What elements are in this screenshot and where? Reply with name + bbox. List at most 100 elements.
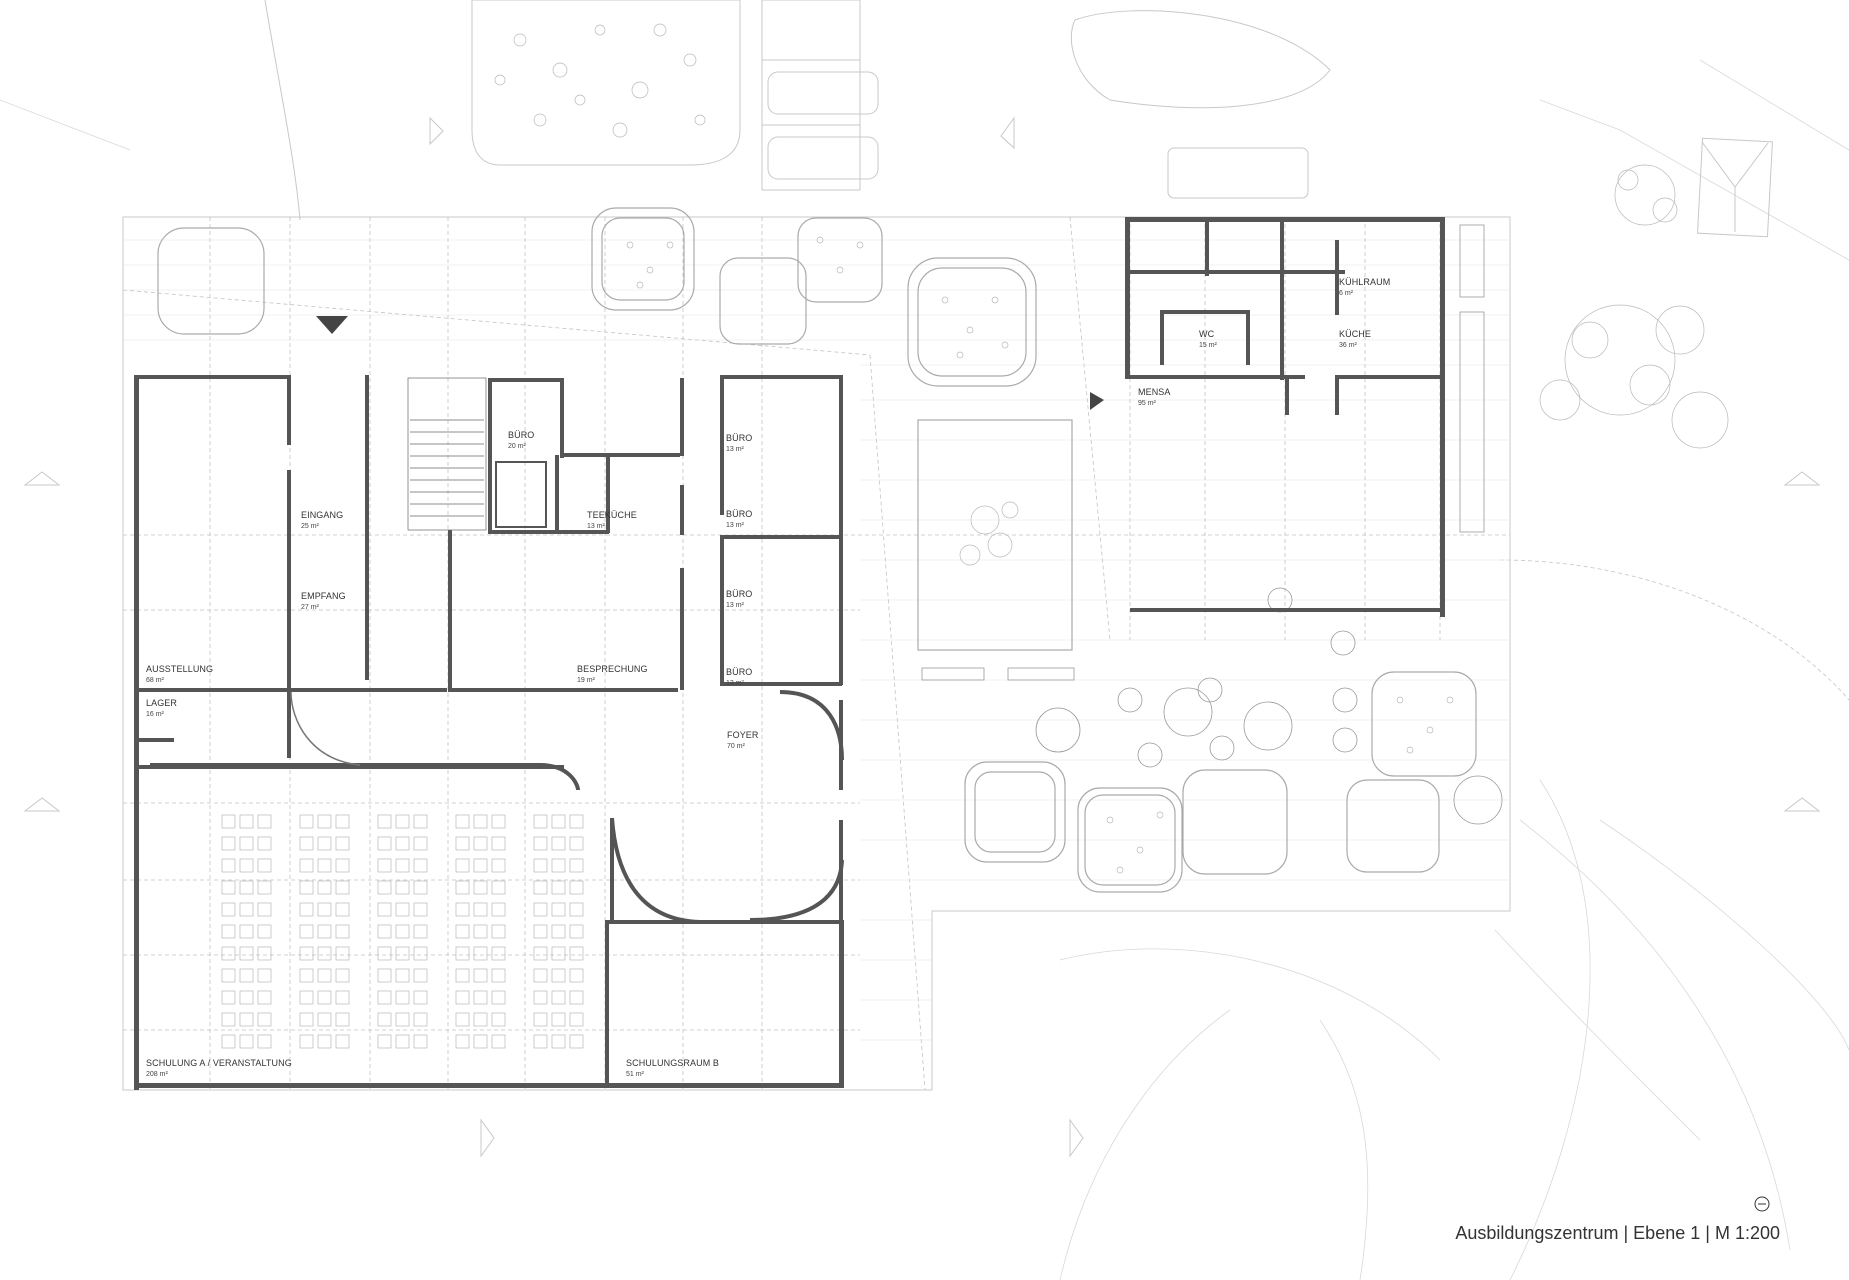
seat xyxy=(335,990,350,1005)
seat xyxy=(533,990,548,1005)
seat xyxy=(551,1034,566,1049)
seat xyxy=(473,968,488,983)
seat xyxy=(551,990,566,1005)
svg-text:FOYER: FOYER xyxy=(727,730,759,740)
seat xyxy=(221,990,236,1005)
seat xyxy=(257,924,272,939)
seat xyxy=(491,968,506,983)
seat xyxy=(377,858,392,873)
svg-text:BÜRO: BÜRO xyxy=(726,667,752,677)
seat xyxy=(239,814,254,829)
seat xyxy=(455,880,470,895)
seat xyxy=(533,836,548,851)
seat xyxy=(551,968,566,983)
svg-text:BÜRO: BÜRO xyxy=(726,589,752,599)
svg-text:20 m²: 20 m² xyxy=(508,443,527,450)
seat xyxy=(317,1034,332,1049)
seat xyxy=(239,858,254,873)
seat xyxy=(455,902,470,917)
seat xyxy=(395,814,410,829)
seat xyxy=(569,946,584,961)
svg-text:EINGANG: EINGANG xyxy=(301,510,343,520)
seat xyxy=(395,990,410,1005)
seat xyxy=(413,880,428,895)
seat xyxy=(221,880,236,895)
seat xyxy=(551,1012,566,1027)
seat xyxy=(551,946,566,961)
seat xyxy=(299,836,314,851)
seat xyxy=(377,902,392,917)
seat xyxy=(491,836,506,851)
seating-grid xyxy=(221,814,584,1049)
seat xyxy=(221,946,236,961)
seat xyxy=(473,946,488,961)
seat xyxy=(239,946,254,961)
svg-text:EMPFANG: EMPFANG xyxy=(301,591,346,601)
seat xyxy=(473,858,488,873)
caption-separator: | xyxy=(1623,1223,1629,1243)
svg-text:BÜRO: BÜRO xyxy=(508,430,534,440)
seat xyxy=(473,924,488,939)
seat xyxy=(257,902,272,917)
seat xyxy=(257,858,272,873)
seat xyxy=(413,814,428,829)
seat xyxy=(491,858,506,873)
svg-text:SCHULUNG A / VERANSTALTUNG: SCHULUNG A / VERANSTALTUNG xyxy=(146,1058,292,1068)
seat xyxy=(413,858,428,873)
svg-text:13 m²: 13 m² xyxy=(726,522,745,529)
seat xyxy=(413,946,428,961)
seat xyxy=(569,880,584,895)
seat xyxy=(395,902,410,917)
svg-text:KÜHLRAUM: KÜHLRAUM xyxy=(1339,277,1390,287)
svg-text:SCHULUNGSRAUM B: SCHULUNGSRAUM B xyxy=(626,1058,719,1068)
seat xyxy=(473,1012,488,1027)
seat xyxy=(239,902,254,917)
seat xyxy=(335,1012,350,1027)
seat xyxy=(491,1034,506,1049)
svg-text:15 m²: 15 m² xyxy=(1199,342,1218,349)
seat xyxy=(299,858,314,873)
seat xyxy=(299,1034,314,1049)
seat xyxy=(533,858,548,873)
planter-texture xyxy=(626,236,1454,874)
svg-text:51 m²: 51 m² xyxy=(626,1071,645,1078)
seat xyxy=(455,1034,470,1049)
seat xyxy=(491,946,506,961)
entrance-triangle-icon-mensa xyxy=(1090,392,1104,410)
svg-text:16 m²: 16 m² xyxy=(146,711,165,718)
seat xyxy=(221,858,236,873)
seat xyxy=(473,814,488,829)
svg-text:19 m²: 19 m² xyxy=(577,677,596,684)
entrance-triangle-icon xyxy=(316,316,348,334)
walls xyxy=(134,217,1445,1090)
seat xyxy=(299,946,314,961)
svg-text:BÜRO: BÜRO xyxy=(726,509,752,519)
seat xyxy=(569,924,584,939)
seat xyxy=(299,990,314,1005)
seat xyxy=(473,836,488,851)
seat xyxy=(413,1034,428,1049)
svg-text:70 m²: 70 m² xyxy=(727,743,746,750)
seat xyxy=(569,902,584,917)
seat xyxy=(413,902,428,917)
seat xyxy=(533,924,548,939)
seat xyxy=(335,836,350,851)
seat xyxy=(221,814,236,829)
seat xyxy=(395,924,410,939)
svg-text:95 m²: 95 m² xyxy=(1138,400,1157,407)
seat xyxy=(377,1034,392,1049)
seat xyxy=(377,946,392,961)
seat xyxy=(377,990,392,1005)
seat xyxy=(335,858,350,873)
seat xyxy=(239,924,254,939)
room-label-buero-3: BÜRO 13 m² xyxy=(726,509,752,529)
seat xyxy=(377,1012,392,1027)
room-label-foyer: FOYER 70 m² xyxy=(727,730,759,750)
seat xyxy=(239,968,254,983)
